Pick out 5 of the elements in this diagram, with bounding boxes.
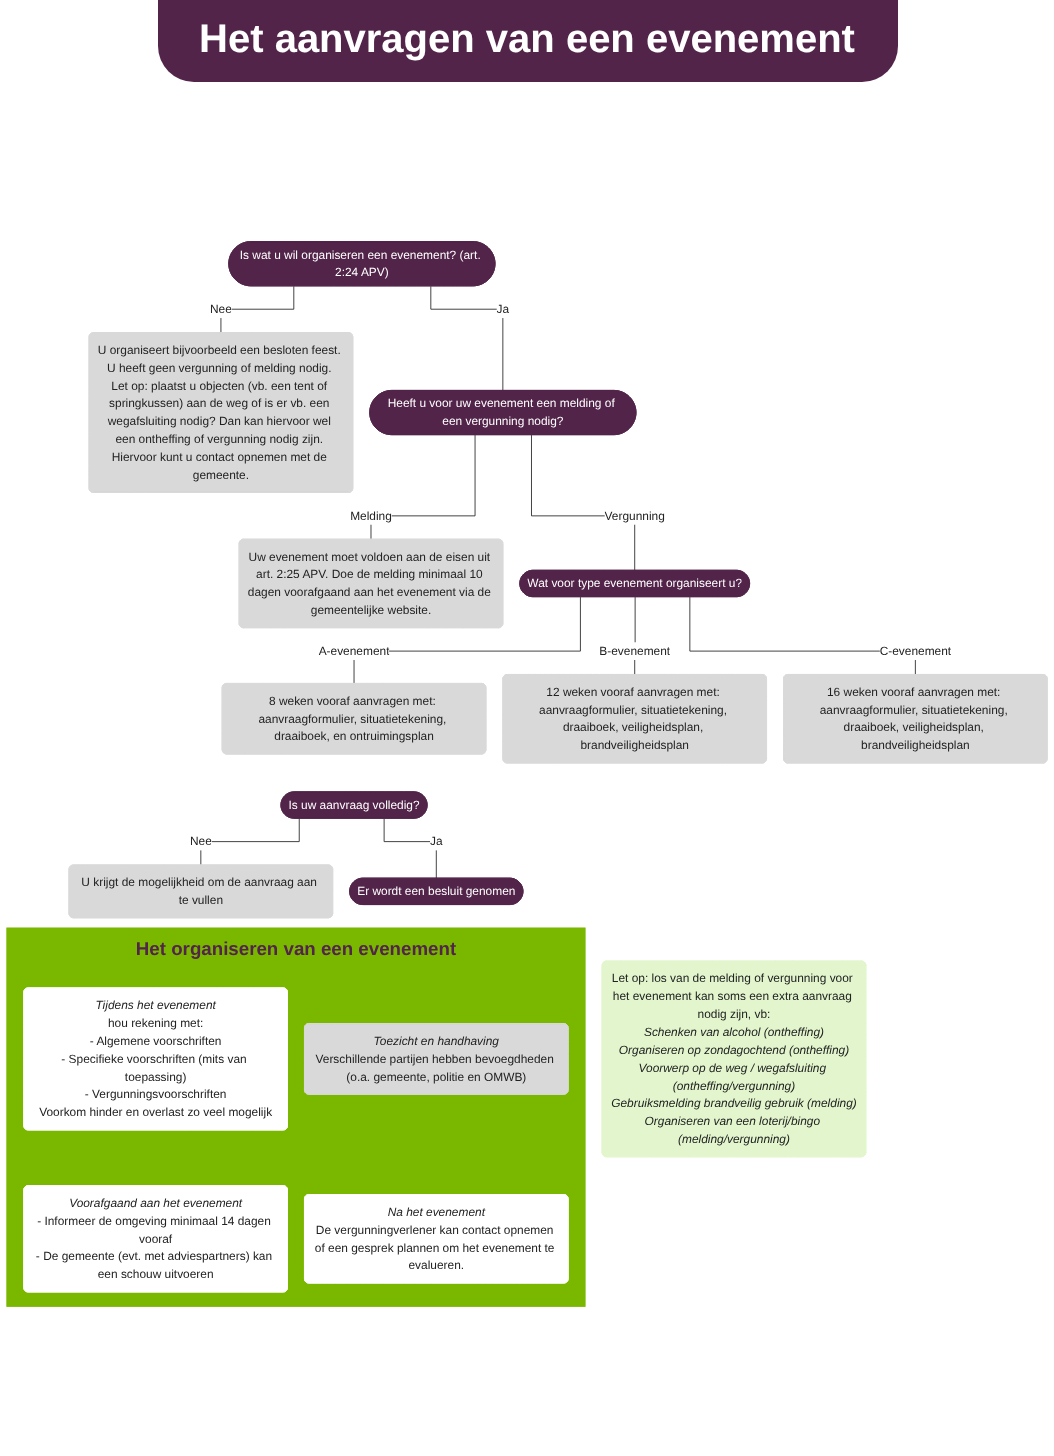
connector	[383, 818, 438, 880]
title: Het aanvragen van een evenement	[157, 0, 897, 82]
connector	[370, 434, 476, 541]
connector	[200, 818, 300, 866]
connector	[430, 285, 504, 392]
